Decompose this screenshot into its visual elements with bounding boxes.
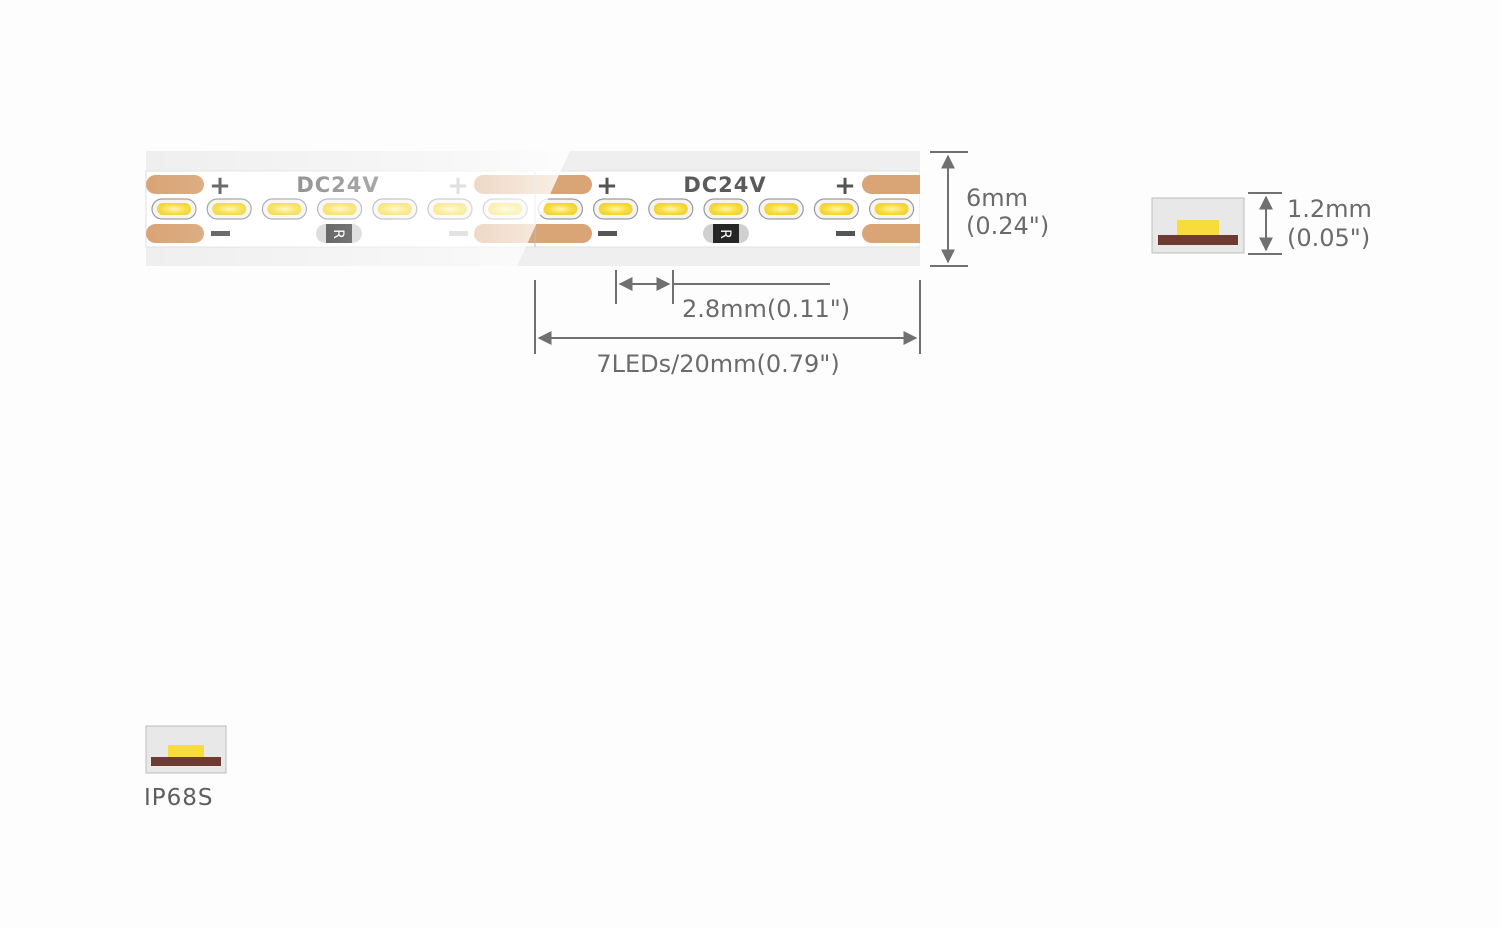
ip-led [168,745,204,757]
cross-section-thickness: 1.2mm (0.05") [1151,192,1372,255]
width-mm-label: 6mm [966,184,1028,212]
thickness-in-label: (0.05") [1287,224,1370,252]
led-chip [868,198,915,220]
led-chip [592,198,639,220]
minus-sign-icon [836,231,855,236]
resistor-mark: R [717,229,733,239]
pitch-dimension: 2.8mm(0.11") [615,270,850,323]
ip-rating: IP68S [144,725,227,811]
width-dimension: 6mm (0.24") [930,151,1049,267]
ip-pcb [151,757,221,766]
width-in-label: (0.24") [966,212,1049,240]
gloss-highlight [146,151,570,266]
thickness-mm-label: 1.2mm [1287,195,1372,223]
cross-section-led [1177,220,1219,235]
led-chip [537,198,584,220]
ip-rating-label: IP68S [144,785,214,811]
led-chip [648,198,694,220]
cross-section-pcb [1158,235,1238,245]
pitch-label: 2.8mm(0.11") [682,295,850,323]
resistor: R [703,224,749,243]
minus-sign-icon [598,231,617,236]
solder-pad [862,224,932,243]
plus-sign-icon: + [596,171,618,201]
voltage-label: DC24V [683,173,766,197]
led-chip [813,198,860,220]
segment-dimension: 7LEDs/20mm(0.79") [534,280,921,378]
plus-sign-icon: + [834,171,856,201]
segment-label: 7LEDs/20mm(0.79") [596,350,839,378]
solder-pad [862,175,932,194]
led-chip [703,198,749,220]
led-chip [758,198,804,220]
